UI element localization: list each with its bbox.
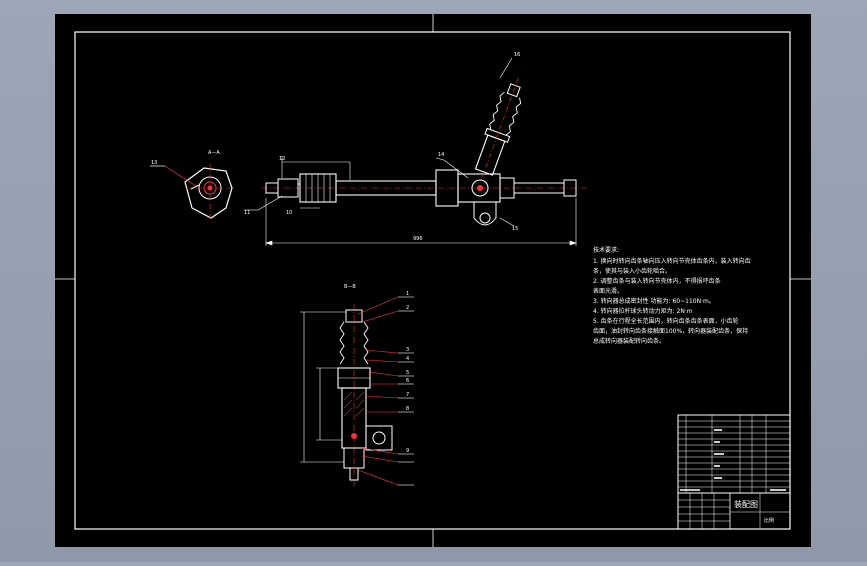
section-a-label: A—A bbox=[208, 150, 220, 156]
tag-4: 4 bbox=[406, 356, 409, 362]
tech-req-line-2: 条，使其与装入小齿轮啮合。 bbox=[593, 267, 671, 275]
tag-16: 16 bbox=[514, 52, 520, 58]
tech-req-line-6: 4. 转向器拉杆球头转动力矩为: 2N·m bbox=[593, 307, 693, 315]
tag-7: 7 bbox=[406, 392, 409, 398]
title-block-name: 装配图 bbox=[734, 499, 758, 509]
dimension-overall-length: 996 bbox=[413, 236, 423, 242]
tag-9: 9 bbox=[406, 448, 409, 454]
tech-req-line-8: 齿面，油封转向齿条接触面100%，转向器装配齿条，保持 bbox=[593, 327, 748, 335]
title-block-unit: 比例 bbox=[764, 517, 774, 524]
tag-8: 8 bbox=[406, 406, 409, 412]
tag-10: 10 bbox=[286, 210, 292, 216]
tech-req-line-5: 3. 转向器总成密封性 功能为: 60~110N·m。 bbox=[593, 297, 715, 305]
tech-req-line-7: 5. 齿条在行程全长范围内，转向齿条齿条表面，小齿轮 bbox=[593, 317, 739, 325]
technical-requirements: 技术要求: 1. 换向时转向齿条轴向压入转向节壳体齿条内，装入转向齿 条，使其与… bbox=[593, 246, 751, 345]
border-ticks bbox=[55, 14, 811, 547]
tag-13: 13 bbox=[151, 160, 157, 166]
section-view-b: B—B bbox=[300, 284, 414, 486]
tech-req-line-1: 1. 换向时转向齿条轴向压入转向节壳体齿条内，装入转向齿 bbox=[593, 257, 751, 265]
tag-3: 3 bbox=[406, 347, 409, 353]
sheet-border bbox=[74, 31, 791, 530]
tech-req-line-4: 表面光滑。 bbox=[593, 287, 623, 295]
tag-14: 14 bbox=[438, 152, 444, 158]
tech-req-line-3: 2. 调整齿条与装入转向节壳体内，不得损坏齿条 bbox=[593, 277, 721, 285]
tag-15: 15 bbox=[512, 226, 518, 232]
tag-5: 5 bbox=[406, 370, 409, 376]
tech-req-title: 技术要求: bbox=[593, 246, 619, 254]
section-b-label: B—B bbox=[344, 284, 356, 290]
tag-1: 1 bbox=[406, 291, 409, 297]
title-block bbox=[677, 414, 791, 530]
tag-12: 12 bbox=[279, 156, 285, 162]
tag-2: 2 bbox=[406, 305, 409, 311]
section-view-a: A—A 13 bbox=[150, 150, 234, 220]
tag-6: 6 bbox=[406, 378, 409, 384]
drawing-sheet bbox=[55, 14, 811, 547]
steering-rack-main-view: 996 14 15 16 10 11 12 bbox=[244, 52, 588, 246]
tag-11: 11 bbox=[244, 210, 250, 216]
tech-req-line-9: 总成转向器装配转向齿条。 bbox=[593, 337, 665, 345]
